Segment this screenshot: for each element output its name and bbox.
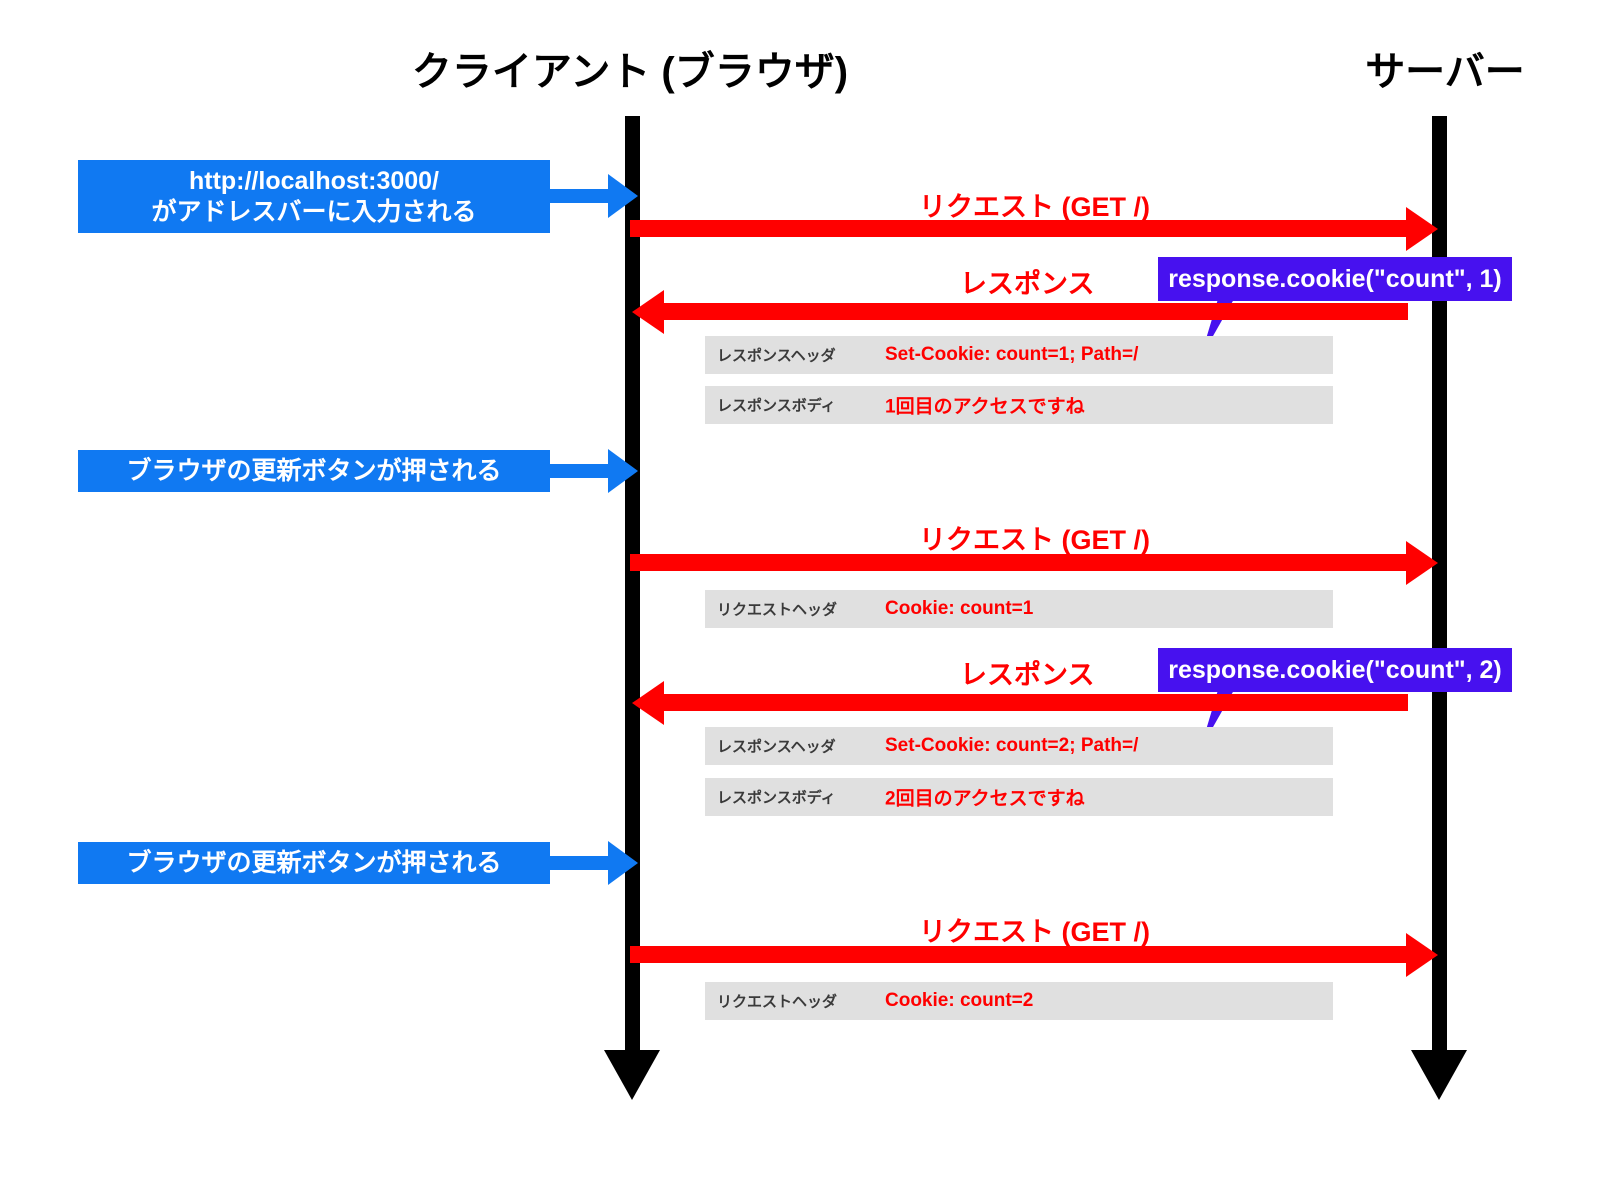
message-shaft-1 [630,220,1408,237]
message-label-4: レスポンス [960,660,1095,690]
client-action-box-1-line1: http://localhost:3000/ [188,167,440,195]
detail-row-2: レスポンスボディ 1回目のアクセスですね [705,386,1333,424]
message-shaft-3 [630,554,1408,571]
message-arrowhead-3-icon [1406,541,1438,585]
detail-row-5-value: 2回目のアクセスですね [885,788,1085,810]
message-label-5: リクエスト (GET /) [919,917,1150,947]
detail-row-4-key: レスポンスヘッダ [717,738,836,756]
detail-row-4-value: Set-Cookie: count=2; Path=/ [885,735,1139,756]
detail-row-6-value: Cookie: count=2 [885,990,1034,1011]
message-arrowhead-5-icon [1406,933,1438,977]
callout-box-1: response.cookie("count", 1) [1158,257,1512,301]
client-action-arrow-head-3-icon [608,841,638,885]
detail-row-5: レスポンスボディ 2回目のアクセスですね [705,778,1333,816]
client-action-box-1-line2: がアドレスバーに入力される [151,197,477,226]
client-action-arrow-shaft-1 [550,189,612,203]
client-action-box-2: ブラウザの更新ボタンが押される [78,450,550,492]
detail-row-3-value: Cookie: count=1 [885,598,1034,619]
detail-row-6-key: リクエストヘッダ [717,993,838,1011]
message-arrowhead-2-icon [632,290,664,334]
client-action-box-2-line1: ブラウザの更新ボタンが押される [126,456,502,485]
message-label-3: リクエスト (GET /) [919,525,1150,555]
lifeline-client [625,116,640,1056]
client-action-box-3: ブラウザの更新ボタンが押される [78,842,550,884]
message-shaft-4 [664,694,1408,711]
client-action-box-3-line1: ブラウザの更新ボタンが押される [126,848,502,877]
actor-label-client: クライアント (ブラウザ) [411,50,849,94]
message-shaft-2 [664,303,1408,320]
client-action-arrow-head-1-icon [608,174,638,218]
detail-row-1: レスポンスヘッダ Set-Cookie: count=1; Path=/ [705,336,1333,374]
message-label-2: レスポンス [960,269,1095,299]
actor-label-server: サーバー [1365,50,1525,94]
detail-row-1-key: レスポンスヘッダ [717,347,836,365]
detail-row-4: レスポンスヘッダ Set-Cookie: count=2; Path=/ [705,727,1333,765]
client-action-arrow-shaft-2 [550,464,612,478]
detail-row-3-key: リクエストヘッダ [717,601,838,619]
detail-row-5-key: レスポンスボディ [717,789,836,807]
message-arrowhead-1-icon [1406,207,1438,251]
lifeline-arrow-down-server-icon [1411,1050,1467,1100]
detail-row-1-value: Set-Cookie: count=1; Path=/ [885,344,1139,365]
client-action-arrow-head-2-icon [608,449,638,493]
client-action-arrow-shaft-3 [550,856,612,870]
message-arrowhead-4-icon [632,681,664,725]
detail-row-2-value: 1回目のアクセスですね [885,396,1085,418]
detail-row-2-key: レスポンスボディ [717,397,836,415]
client-action-box-1: http://localhost:3000/ がアドレスバーに入力される [78,160,550,233]
lifeline-arrow-down-client-icon [604,1050,660,1100]
message-shaft-5 [630,946,1408,963]
detail-row-6: リクエストヘッダ Cookie: count=2 [705,982,1333,1020]
lifeline-server [1432,116,1447,1056]
callout-box-2: response.cookie("count", 2) [1158,648,1512,692]
detail-row-3: リクエストヘッダ Cookie: count=1 [705,590,1333,628]
message-label-1: リクエスト (GET /) [919,192,1150,222]
